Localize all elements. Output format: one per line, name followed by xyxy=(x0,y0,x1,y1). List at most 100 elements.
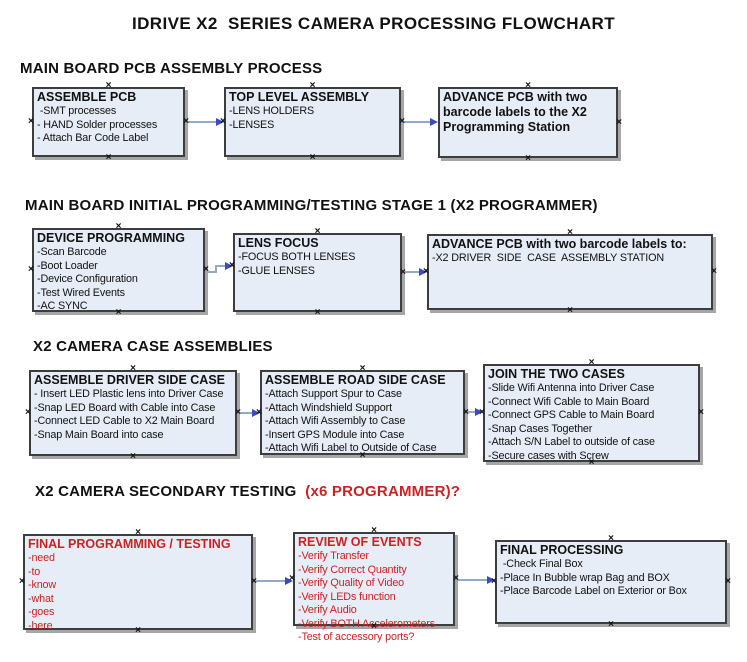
connection-point-icon: × xyxy=(399,116,405,127)
section-heading-black-text: X2 CAMERA SECONDARY TESTING xyxy=(35,483,301,500)
box-item: -here xyxy=(28,619,53,632)
box-item: -Verify BOTH Accelerometers xyxy=(298,617,435,630)
connector-line xyxy=(456,579,487,581)
connector-line xyxy=(403,271,419,273)
connection-point-icon: × xyxy=(698,407,704,418)
connector-line xyxy=(215,265,217,273)
connection-point-icon: × xyxy=(115,307,122,318)
box-item: -LENSES xyxy=(229,118,275,131)
flow-box-final-programming-testing[interactable]: × × × × FINAL PROGRAMMING / TESTING -nee… xyxy=(19,528,257,636)
box-title: ADVANCE PCB with two barcode labels to t… xyxy=(443,90,588,134)
box-title: ASSEMBLE DRIVER SIDE CASE xyxy=(34,373,226,387)
box-item: -Place In Bubble wrap Bag and BOX xyxy=(500,571,670,584)
connection-point-icon: × xyxy=(423,266,429,277)
box-item: -Connect LED Cable to X2 Main Board xyxy=(34,415,215,427)
flow-box-device-programming[interactable]: × × × × DEVICE PROGRAMMING -Scan Barcode… xyxy=(28,222,209,318)
box-item: - Insert LED Plastic lens into Driver Ca… xyxy=(34,388,224,400)
flow-box-assemble-pcb[interactable]: × × × × ASSEMBLE PCB -SMT processes - HA… xyxy=(28,81,189,163)
box-item: -Verify Transfer xyxy=(298,550,369,562)
connection-point-icon: × xyxy=(220,116,226,127)
box-item: -LENS HOLDERS xyxy=(229,105,315,117)
box-item: -Device Configuration xyxy=(37,273,138,285)
box-item: -Verify Audio xyxy=(298,604,357,616)
box-title: TOP LEVEL ASSEMBLY xyxy=(229,90,370,104)
flow-box-advance-pcb-programming-station[interactable]: × × × ADVANCE PCB with two barcode label… xyxy=(438,81,622,164)
connector-arrowhead-icon xyxy=(225,262,233,270)
connection-point-icon: × xyxy=(371,525,377,536)
flow-box-lens-focus[interactable]: × × × × LENS FOCUS -FOCUS BOTH LENSES -G… xyxy=(229,227,406,318)
box-item: -Insert GPS Module into Case xyxy=(265,428,405,441)
connection-point-icon: × xyxy=(711,266,717,277)
box-item: -GLUE LENSES xyxy=(238,264,315,277)
connection-point-icon: × xyxy=(309,80,316,91)
connection-point-icon: × xyxy=(135,527,141,538)
connection-point-icon: × xyxy=(314,226,321,237)
connector-line xyxy=(402,121,430,123)
connection-point-icon: × xyxy=(289,573,295,584)
flow-box-advance-pcb-case-assembly[interactable]: × × × × ADVANCE PCB with two barcode lab… xyxy=(423,228,717,316)
flow-box-join-the-two-cases[interactable]: × × × × JOIN THE TWO CASES -Slide Wifi A… xyxy=(479,358,704,468)
connection-point-icon: × xyxy=(314,307,321,318)
connection-point-icon: × xyxy=(371,621,377,632)
flow-box-assemble-road-side-case[interactable]: × × × × ASSEMBLE ROAD SIDE CASE -Attach … xyxy=(256,364,469,461)
connection-point-icon: × xyxy=(359,450,366,461)
box-title: ASSEMBLE ROAD SIDE CASE xyxy=(265,373,446,387)
box-item: -X2 DRIVER SIDE CASE ASSEMBLY STATION xyxy=(432,252,664,264)
box-title: JOIN THE TWO CASES xyxy=(488,367,625,381)
box-item: -SMT processes xyxy=(37,105,117,117)
box-item: -AC SYNC xyxy=(37,300,88,312)
page-title: IDRIVE X2 SERIES CAMERA PROCESSING FLOWC… xyxy=(131,14,616,33)
connection-point-icon: × xyxy=(491,576,497,587)
connection-point-icon: × xyxy=(463,406,469,418)
connection-point-icon: × xyxy=(235,407,241,418)
connector-arrowhead-icon xyxy=(252,409,260,417)
box-title: ASSEMBLE PCB xyxy=(37,90,137,104)
box-item: - HAND Solder processes xyxy=(37,118,158,131)
flow-box-review-of-events[interactable]: × × × × REVIEW OF EVENTS -Verify Transfe… xyxy=(289,526,459,644)
connector-line xyxy=(254,580,285,582)
connector-arrowhead-icon xyxy=(487,576,495,584)
box-title: FINAL PROCESSING xyxy=(500,543,624,557)
box-item: -Slide Wifi Antenna into Driver Case xyxy=(488,382,655,394)
connector-line xyxy=(206,271,217,273)
box-item: -Attach Wifi Label to Outside of Case xyxy=(265,442,437,454)
connection-point-icon: × xyxy=(616,116,622,128)
connection-point-icon: × xyxy=(256,406,262,418)
connector-arrowhead-icon xyxy=(419,268,427,276)
box-title: LENS FOCUS xyxy=(238,236,319,250)
box-item: -Secure cases with Screw xyxy=(488,449,609,462)
box-item: -Place Barcode Label on Exterior or Box xyxy=(500,585,687,597)
box-item: -Scan Barcode xyxy=(37,246,107,258)
connection-point-icon: × xyxy=(608,533,614,544)
connection-point-icon: × xyxy=(525,153,531,164)
connector-line xyxy=(186,121,216,123)
box-item: -Attach Wifi Assembly to Case xyxy=(265,415,406,427)
box-title: FINAL PROGRAMMING / TESTING xyxy=(28,537,231,551)
box-item: -Test of accessory ports? xyxy=(298,631,415,643)
section-heading-pcb-assembly: MAIN BOARD PCB ASSEMBLY PROCESS xyxy=(20,60,323,77)
connection-point-icon: × xyxy=(359,363,366,374)
connection-point-icon: × xyxy=(229,260,235,271)
section-heading-red-text: (x6 PROGRAMMER)? xyxy=(300,483,461,500)
flow-box-top-level-assembly[interactable]: × × × × TOP LEVEL ASSEMBLY -LENS HOLDERS… xyxy=(220,81,405,163)
connection-point-icon: × xyxy=(25,407,31,418)
flow-box-assemble-driver-side-case[interactable]: × × × × ASSEMBLE DRIVER SIDE CASE - Inse… xyxy=(25,364,241,462)
connector-arrowhead-icon xyxy=(285,577,293,585)
connection-point-icon: × xyxy=(203,264,209,275)
box-item: -need xyxy=(28,552,55,564)
connection-point-icon: × xyxy=(567,227,573,238)
connection-point-icon: × xyxy=(19,576,25,587)
connection-point-icon: × xyxy=(135,625,141,636)
box-item: -goes xyxy=(28,606,55,618)
connection-point-icon: × xyxy=(479,407,485,418)
section-heading-case-assemblies: X2 CAMERA CASE ASSEMBLIES xyxy=(33,338,273,355)
connector-arrowhead-icon xyxy=(430,118,438,126)
connection-point-icon: × xyxy=(105,152,112,163)
section-heading-secondary-testing: X2 CAMERA SECONDARY TESTING (x6 PROGRAMM… xyxy=(35,483,460,500)
flow-box-final-processing[interactable]: × × × × FINAL PROCESSING -Check Final Bo… xyxy=(491,534,731,630)
box-item: -Test Wired Events xyxy=(37,286,125,299)
connector-arrowhead-icon xyxy=(216,118,224,126)
box-item: -Attach S/N Label to outside of case xyxy=(488,436,655,448)
connection-point-icon: × xyxy=(400,266,406,278)
